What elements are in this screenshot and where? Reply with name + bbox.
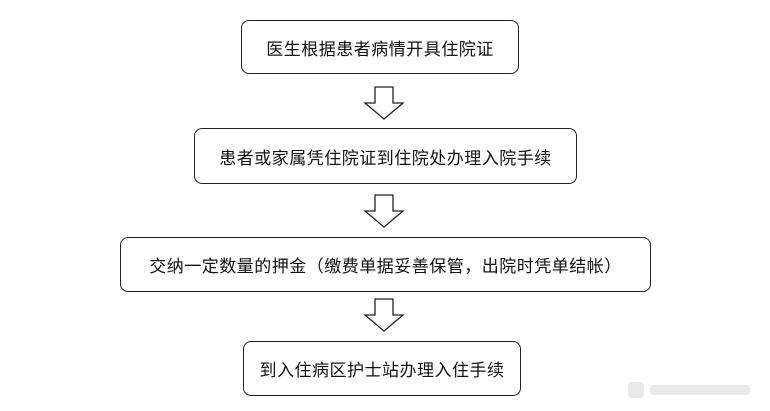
step-2-label: 患者或家属凭住院证到住院处办理入院手续 xyxy=(219,148,552,169)
watermark-logo xyxy=(628,382,750,398)
step-1-box: 医生根据患者病情开具住院证 xyxy=(241,20,519,74)
step-4-label: 到入住病区护士站办理入住手续 xyxy=(259,361,505,381)
down-arrow-icon xyxy=(363,298,405,332)
step-3-label: 交纳一定数量的押金（缴费单据妥善保管，出院时凭单结帐） xyxy=(149,257,622,277)
down-arrow-icon xyxy=(363,194,405,228)
step-4-box: 到入住病区护士站办理入住手续 xyxy=(243,341,521,396)
step-1-label: 医生根据患者病情开具住院证 xyxy=(266,39,494,60)
step-2-box: 患者或家属凭住院证到住院处办理入院手续 xyxy=(194,128,577,184)
step-3-box: 交纳一定数量的押金（缴费单据妥善保管，出院时凭单结帐） xyxy=(120,237,651,292)
down-arrow-icon xyxy=(363,86,405,120)
